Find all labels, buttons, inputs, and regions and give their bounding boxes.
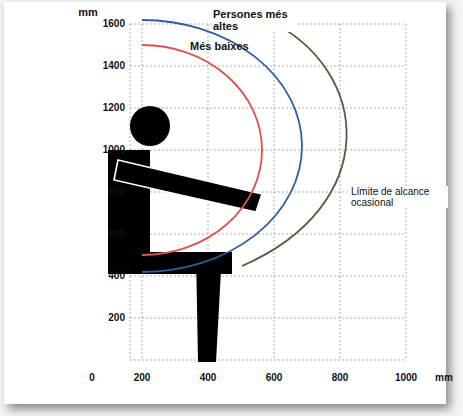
tick-label: 600 [108,228,125,239]
curve-label: Més baixes [190,40,249,52]
grid-line [130,108,406,109]
tick-label: 1000 [103,144,125,155]
tick-label: 200 [134,372,151,383]
tick-label: 1400 [103,60,125,71]
seated-person [108,106,262,362]
curve-label: Persones més altes [212,8,296,32]
tick-label: 0 [89,372,95,383]
axis-unit: mm [78,6,98,18]
axis-unit: mm [435,372,453,383]
grid-line [130,318,406,319]
tick-label: 200 [108,312,125,323]
reach-arc-tall [142,20,302,272]
head [130,106,170,146]
grid-line [130,66,406,67]
tick-label: 1000 [395,372,417,383]
tick-label: 800 [332,372,349,383]
lower-leg [196,252,222,362]
reach-arc-short [142,45,262,255]
grid-line [130,150,406,151]
curve-label: Límite de alcance ocasional [350,186,448,208]
tick-label: 1200 [103,102,125,113]
tick-label: 800 [108,186,125,197]
grid-line [130,360,406,361]
tick-label: 600 [266,372,283,383]
arm [114,160,262,212]
grid-line [130,276,406,277]
tick-label: 1600 [103,18,125,29]
grid-line [130,234,406,235]
tick-label: 400 [108,270,125,281]
reach-arc-occasional [242,20,347,266]
tick-label: 400 [200,372,217,383]
